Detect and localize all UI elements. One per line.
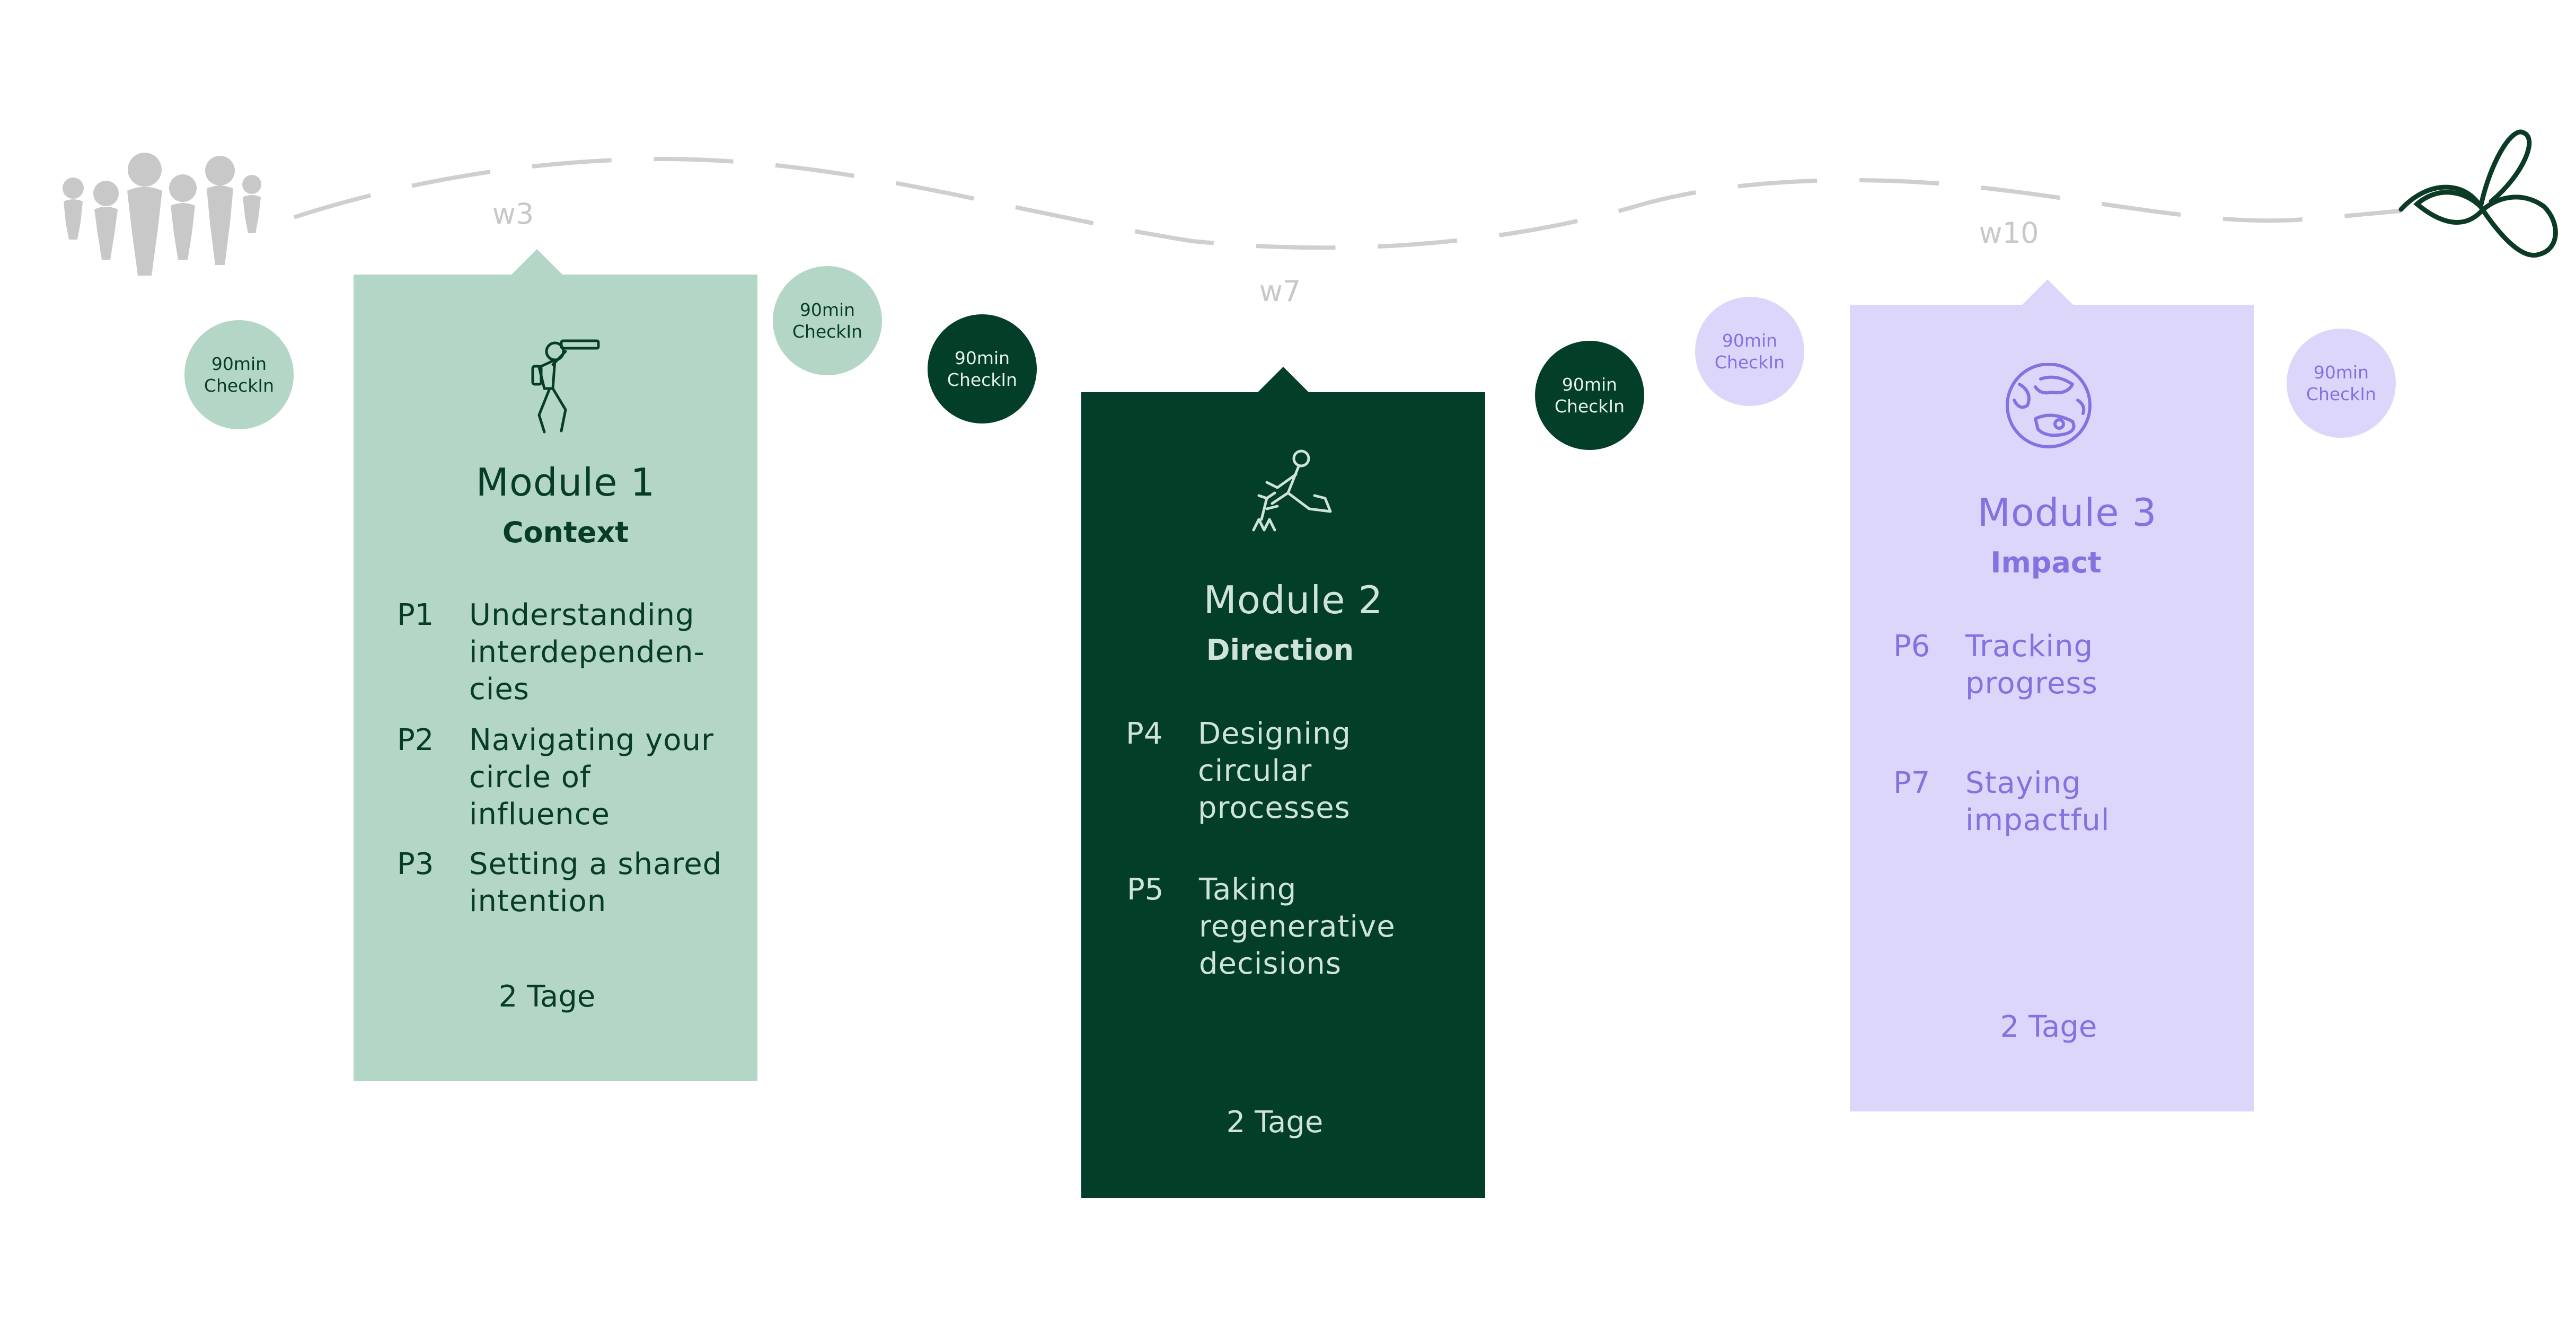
week-label-w3: w3 — [492, 197, 534, 231]
module-title: Module 1 — [475, 460, 656, 505]
kneeling-planter-icon — [1252, 449, 1332, 532]
globe-icon — [2006, 363, 2092, 448]
practice-code: P1 — [397, 598, 434, 632]
checkin-duration: 90min — [1562, 374, 1618, 395]
practice-title: Taking regenerative decisions — [1199, 872, 1396, 981]
checkin-bubble: 90min CheckIn — [1535, 341, 1644, 450]
checkin-bubble: 90min CheckIn — [184, 320, 294, 429]
checkin-label: CheckIn — [2306, 384, 2377, 404]
checkin-bubble: 90min CheckIn — [773, 266, 882, 375]
practice-code: P4 — [1126, 717, 1163, 751]
module-card-1: Module 1 Context P1 Understanding interd… — [354, 249, 757, 1081]
checkin-label: CheckIn — [792, 321, 863, 342]
practice-code: P7 — [1893, 766, 1930, 800]
people-group-icon — [63, 153, 261, 276]
checkin-label: CheckIn — [947, 369, 1018, 390]
card-pointer — [511, 249, 562, 275]
explorer-telescope-icon — [531, 339, 600, 434]
module-card-2: Module 2 Direction P4 Designing circular… — [1081, 367, 1485, 1198]
practice-code: P5 — [1127, 872, 1164, 907]
week-label-w7: w7 — [1259, 275, 1301, 308]
practice-code: P6 — [1893, 629, 1930, 664]
module-title: Module 3 — [1977, 490, 2157, 535]
module-subtitle: Impact — [1990, 546, 2102, 579]
checkin-duration: 90min — [799, 299, 855, 320]
practice-title: Navigating your circle of influence — [469, 723, 714, 832]
checkin-duration: 90min — [2313, 362, 2369, 383]
card-pointer — [1258, 367, 1309, 392]
card-pointer — [2022, 279, 2073, 305]
practice-title: Tracking progress — [1965, 629, 2098, 701]
practice-code: P2 — [397, 723, 434, 757]
journey-dashed-path — [293, 156, 2402, 250]
practice-title: Understanding interdependen- cies — [469, 598, 705, 707]
checkin-label: CheckIn — [204, 375, 275, 396]
module-duration: 2 Tage — [2000, 1010, 2097, 1044]
checkin-label: CheckIn — [1554, 396, 1625, 417]
infinity-loop-icon — [2398, 129, 2558, 258]
module-subtitle: Context — [502, 516, 629, 549]
checkin-bubble: 90min CheckIn — [928, 314, 1037, 423]
checkin-bubble: 90min CheckIn — [2287, 329, 2396, 438]
practice-title: Designing circular processes — [1198, 717, 1351, 825]
checkin-label: CheckIn — [1714, 352, 1785, 373]
practice-title: Setting a shared intention — [469, 847, 722, 919]
practice-title: Staying impactful — [1965, 766, 2110, 837]
module-subtitle: Direction — [1206, 633, 1354, 667]
week-label-w10: w10 — [1979, 216, 2039, 250]
checkin-bubble: 90min CheckIn — [1695, 297, 1804, 406]
module-title: Module 2 — [1203, 578, 1383, 622]
module-duration: 2 Tage — [498, 979, 596, 1014]
practice-code: P3 — [397, 847, 434, 881]
checkin-duration: 90min — [954, 348, 1010, 368]
checkin-duration: 90min — [211, 354, 267, 374]
module-duration: 2 Tage — [1226, 1105, 1324, 1140]
module-card-3: Module 3 Impact P6 Tracking progress P7 … — [1850, 279, 2254, 1111]
checkin-duration: 90min — [1722, 330, 1778, 351]
